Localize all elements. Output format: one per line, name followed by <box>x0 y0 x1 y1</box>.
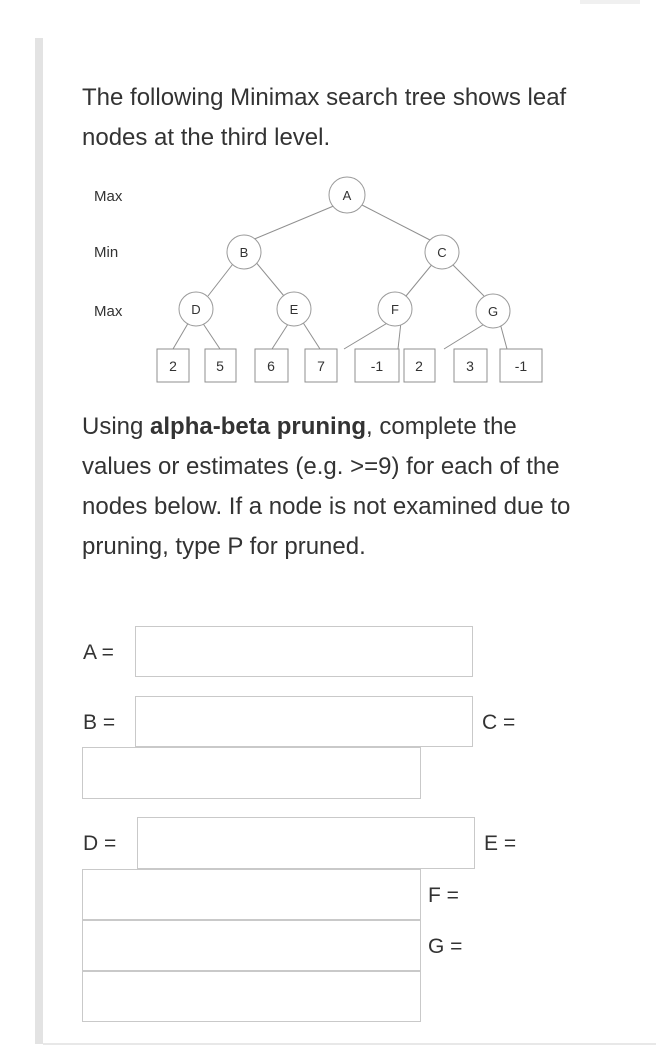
leaf-box-2 <box>204 348 237 383</box>
question-instructions: Using alpha-beta pruning, complete the v… <box>82 407 582 567</box>
leaf-value-4: 7 <box>317 358 325 374</box>
leaf-box-4 <box>304 348 338 383</box>
edge-f-leaf5 <box>343 321 390 350</box>
leaf-box-5 <box>354 348 400 383</box>
leaf-value-5: -1 <box>371 358 384 374</box>
node-a-label: A <box>343 188 352 203</box>
node-c <box>424 234 460 270</box>
answer-input-g[interactable] <box>82 971 421 1022</box>
answer-input-b[interactable] <box>135 696 473 747</box>
instructions-emphasis: alpha-beta pruning <box>150 413 367 440</box>
node-c-label: C <box>437 245 446 260</box>
node-e <box>276 291 312 327</box>
edge-a-c <box>361 204 431 241</box>
node-f-label: F <box>391 302 399 317</box>
content-left-border <box>35 38 43 1044</box>
leaf-box-6 <box>403 348 436 383</box>
node-d-label: D <box>191 302 200 317</box>
answer-label-b: B = <box>83 711 116 734</box>
edge-c-f <box>405 261 435 297</box>
answer-input-e[interactable] <box>82 869 421 920</box>
node-g <box>475 293 511 329</box>
edge-d-leaf2 <box>201 321 221 350</box>
leaf-value-7: 3 <box>466 358 474 374</box>
level-label-max-2: Max <box>94 303 123 320</box>
question-intro: The following Minimax search tree shows … <box>82 84 567 151</box>
edge-g-leaf8 <box>499 322 508 350</box>
leaf-value-1: 2 <box>169 358 177 374</box>
minimax-tree-diagram: Max Min Max A B C D E F G 2 5 6 7 -1 2 3 <box>94 176 543 383</box>
node-b <box>226 234 262 270</box>
leaf-box-3 <box>254 348 289 383</box>
answer-label-d: D = <box>83 832 117 855</box>
node-a <box>328 176 366 214</box>
answer-input-a[interactable] <box>135 626 473 677</box>
edge-d-leaf1 <box>172 319 191 350</box>
leaf-value-2: 5 <box>216 358 224 374</box>
edge-f-leaf6 <box>397 321 402 350</box>
node-f <box>377 291 413 327</box>
edge-b-d <box>207 259 237 297</box>
edge-e-leaf3 <box>271 320 291 350</box>
answer-input-d[interactable] <box>137 817 475 869</box>
instructions-rest: , complete the values or estimates (e.g.… <box>82 413 571 560</box>
content-bottom-border <box>43 1043 656 1045</box>
answer-label-e: E = <box>484 832 517 855</box>
edge-a-b <box>251 204 337 241</box>
edge-b-e <box>253 259 285 297</box>
leaf-box-8 <box>499 348 543 383</box>
leaf-box-7 <box>453 348 488 383</box>
answer-input-c[interactable] <box>82 747 421 799</box>
node-d <box>178 291 214 327</box>
answer-label-f: F = <box>428 884 459 907</box>
node-g-label: G <box>488 304 498 319</box>
edge-g-leaf7 <box>443 322 487 350</box>
leaf-box-1 <box>156 348 190 383</box>
level-label-max-1: Max <box>94 188 123 205</box>
instructions-lead: Using <box>82 413 151 440</box>
level-label-min: Min <box>94 244 118 261</box>
leaf-value-6: 2 <box>415 358 423 374</box>
answer-label-c: C = <box>482 711 516 734</box>
answer-label-a: A = <box>83 641 114 664</box>
answer-label-g: G = <box>428 935 463 958</box>
leaf-value-8: -1 <box>515 358 528 374</box>
top-edge-mark <box>580 0 640 4</box>
edge-e-leaf4 <box>301 320 321 350</box>
edge-c-g <box>449 261 485 297</box>
node-e-label: E <box>290 302 299 317</box>
leaf-value-3: 6 <box>267 358 275 374</box>
node-b-label: B <box>240 245 249 260</box>
answer-input-f[interactable] <box>82 920 421 971</box>
